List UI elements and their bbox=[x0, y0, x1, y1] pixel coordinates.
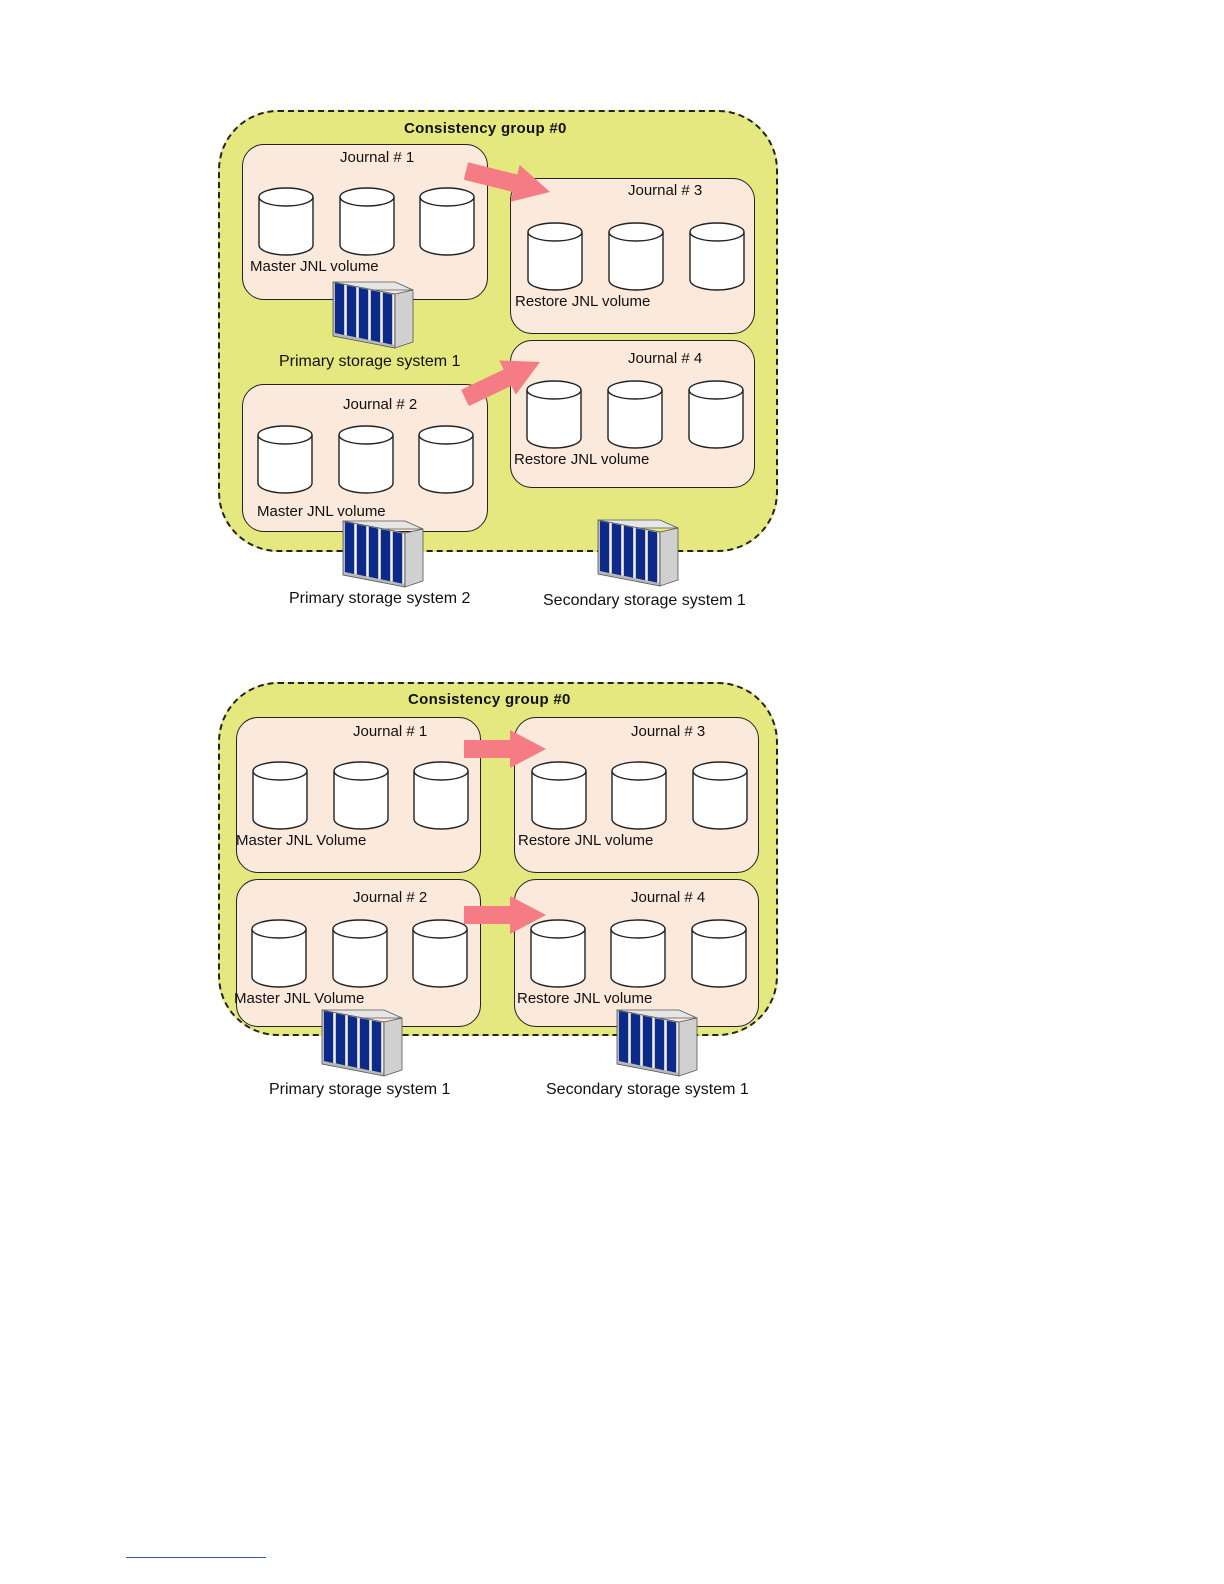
primary-storage-system-1-label: Primary storage system 1 bbox=[279, 353, 461, 370]
consistency-group-title: Consistency group #0 bbox=[404, 120, 567, 137]
journal-1-title: Journal # 1 bbox=[353, 723, 428, 740]
footer-divider bbox=[126, 1557, 266, 1558]
volume-cylinder-icon bbox=[412, 919, 468, 988]
journal-3-title: Journal # 3 bbox=[628, 182, 703, 199]
journal-2-title: Journal # 2 bbox=[353, 889, 428, 906]
journal-4-title: Journal # 4 bbox=[631, 889, 706, 906]
volume-cylinder-icon bbox=[333, 761, 389, 830]
storage-system-icon bbox=[342, 517, 425, 589]
journal-3-volume-label: Restore JNL volume bbox=[515, 293, 651, 310]
storage-system-icon bbox=[597, 516, 680, 588]
volume-cylinder-icon bbox=[418, 425, 474, 494]
volume-cylinder-icon bbox=[688, 380, 744, 449]
storage-system-icon bbox=[321, 1006, 404, 1078]
primary-storage-system-2-label: Primary storage system 2 bbox=[289, 590, 471, 607]
volume-cylinder-icon bbox=[692, 761, 748, 830]
volume-cylinder-icon bbox=[413, 761, 469, 830]
primary-storage-system-1-label: Primary storage system 1 bbox=[269, 1081, 451, 1098]
volume-cylinder-icon bbox=[251, 919, 307, 988]
journal-4-volume-label: Restore JNL volume bbox=[514, 451, 650, 468]
journal-1-volume-label: Master JNL volume bbox=[250, 258, 379, 275]
replication-arrow-icon bbox=[464, 730, 546, 768]
volume-cylinder-icon bbox=[257, 425, 313, 494]
consistency-group-title: Consistency group #0 bbox=[408, 691, 571, 708]
storage-system-icon bbox=[332, 278, 415, 350]
volume-cylinder-icon bbox=[531, 761, 587, 830]
volume-cylinder-icon bbox=[530, 919, 586, 988]
volume-cylinder-icon bbox=[526, 380, 582, 449]
journal-1-volume-label: Master JNL Volume bbox=[236, 832, 367, 849]
journal-4-volume-label: Restore JNL volume bbox=[517, 990, 653, 1007]
secondary-storage-system-1-label: Secondary storage system 1 bbox=[546, 1081, 749, 1098]
volume-cylinder-icon bbox=[419, 187, 475, 256]
journal-1-title: Journal # 1 bbox=[340, 149, 415, 166]
replication-arrow-icon bbox=[461, 360, 541, 407]
journal-2-volume-label: Master JNL Volume bbox=[234, 990, 365, 1007]
replication-arrow-icon bbox=[464, 896, 546, 934]
volume-cylinder-icon bbox=[611, 761, 667, 830]
volume-cylinder-icon bbox=[608, 222, 664, 291]
journal-4-title: Journal # 4 bbox=[628, 350, 703, 367]
journal-2-volume-label: Master JNL volume bbox=[257, 503, 386, 520]
journal-3-volume-label: Restore JNL volume bbox=[518, 832, 654, 849]
secondary-storage-system-1-label: Secondary storage system 1 bbox=[543, 592, 746, 609]
volume-cylinder-icon bbox=[338, 425, 394, 494]
volume-cylinder-icon bbox=[258, 187, 314, 256]
volume-cylinder-icon bbox=[689, 222, 745, 291]
volume-cylinder-icon bbox=[527, 222, 583, 291]
volume-cylinder-icon bbox=[332, 919, 388, 988]
journal-3-title: Journal # 3 bbox=[631, 723, 706, 740]
volume-cylinder-icon bbox=[691, 919, 747, 988]
volume-cylinder-icon bbox=[339, 187, 395, 256]
volume-cylinder-icon bbox=[607, 380, 663, 449]
journal-2-title: Journal # 2 bbox=[343, 396, 418, 413]
replication-arrow-icon bbox=[463, 162, 551, 202]
volume-cylinder-icon bbox=[610, 919, 666, 988]
storage-system-icon bbox=[616, 1006, 699, 1078]
volume-cylinder-icon bbox=[252, 761, 308, 830]
